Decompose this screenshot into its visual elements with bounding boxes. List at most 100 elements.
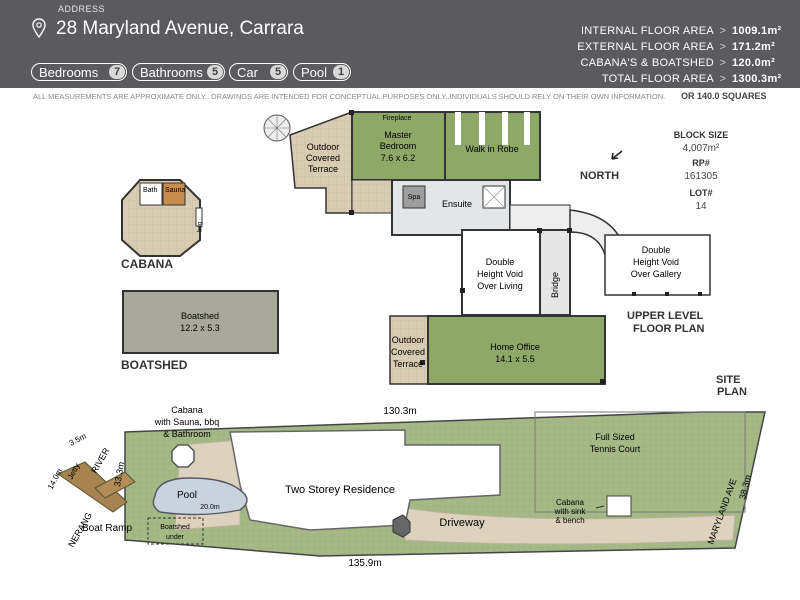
bridge-label: Bridge — [550, 272, 560, 298]
master-label-1: Master — [384, 130, 412, 140]
internal-area-row: INTERNAL FLOOR AREA >1009.1m² — [581, 25, 790, 37]
boatshed-dims: 12.2 x 5.3 — [180, 323, 220, 333]
block-info: BLOCK SIZE 4,007m² RP# 161305 LOT# 14 — [674, 130, 729, 212]
tennis-cabana — [606, 495, 632, 517]
rp-value: 161305 — [684, 171, 718, 182]
dim-left: 33.3m — [112, 461, 126, 487]
cabana-title: CABANA — [121, 257, 173, 271]
pool-shape — [152, 477, 248, 516]
cabana-area-row: CABANA'S & BOATSHED>120.0m² — [580, 57, 790, 69]
chevron-right-icon: > — [719, 73, 727, 85]
master-balcony — [351, 179, 393, 214]
terrace1-label-3: Terrace — [308, 164, 338, 174]
area-label: TOTAL FLOOR AREA — [601, 73, 714, 85]
site-plan-title-1: SITE — [716, 374, 740, 386]
residence-footprint — [229, 429, 501, 531]
driveway-cabana — [392, 514, 411, 538]
block-size-value: 4,007m² — [683, 143, 720, 154]
dim-jetty-width: 3.5m — [68, 431, 88, 447]
cabana-bath — [139, 182, 163, 206]
bedrooms-label: Bedrooms — [39, 65, 99, 80]
area-label: INTERNAL FLOOR AREA — [580, 25, 714, 37]
car-count: 5 — [270, 65, 286, 79]
north-arrow: NORTH — [580, 150, 623, 182]
cabana-site-label-3: & Bathroom — [163, 429, 211, 439]
boatshed-under-label-2: under — [166, 534, 185, 541]
void-living-label-3: Over Living — [477, 281, 523, 291]
pool-badge: Pool 1 — [293, 63, 351, 81]
cabana-site-label-1: Cabana — [171, 405, 203, 415]
boatshed-under-label-1: Boatshed — [160, 524, 190, 531]
rp-label: RP# — [692, 158, 710, 168]
block-size-label: BLOCK SIZE — [674, 130, 729, 140]
upper-floor-plan: Fireplace Master Bedroom 7.6 x 6.2 Walk … — [263, 110, 711, 385]
walk-in-robe-label: Walk in Robe — [465, 144, 518, 154]
jetty — [56, 461, 128, 513]
north-label: NORTH — [580, 170, 619, 182]
address-label: ADDRESS — [58, 4, 106, 14]
cabana2-label-1: Cabana — [556, 498, 585, 507]
bathrooms-badge: Bathrooms 5 — [132, 63, 225, 81]
boatshed-label: Boatshed — [181, 311, 219, 321]
terrace2-label-1: Outdoor — [392, 335, 425, 345]
void-gallery-label-3: Over Gallery — [631, 269, 682, 279]
chevron-right-icon: > — [719, 25, 727, 37]
master-label-2: Bedroom — [380, 141, 417, 151]
void-gallery-label-1: Double — [642, 245, 671, 255]
master-dims: 7.6 x 6.2 — [381, 153, 416, 163]
pool-count: 1 — [333, 65, 349, 79]
ensuite-label: Ensuite — [442, 199, 472, 209]
north-arrow-icon — [611, 150, 623, 160]
cabana-bbq-label: bbq — [196, 222, 202, 232]
void-gallery-label-2: Height Void — [633, 257, 679, 267]
river-label: RIVER — [89, 446, 112, 475]
squares-text: OR 140.0 SQUARES — [681, 91, 767, 101]
tennis-label-2: Tennis Court — [590, 444, 641, 454]
boatshed-under — [147, 517, 204, 545]
pool-label: Pool — [301, 65, 328, 80]
fireplace-label: Fireplace — [383, 115, 412, 122]
car-badge: Car 5 — [229, 63, 288, 81]
address-title: 28 Maryland Avenue, Carrara — [56, 18, 304, 39]
corridor — [509, 204, 571, 231]
cabana-bath-label: Bath — [143, 187, 158, 194]
cabana-sauna — [162, 182, 186, 206]
pool-site-label: Pool — [177, 490, 197, 501]
chevron-right-icon: > — [719, 57, 727, 69]
bathrooms-count: 5 — [207, 65, 223, 79]
home-office — [427, 315, 606, 385]
header-banner: ADDRESS 28 Maryland Avenue, Carrara Bedr… — [0, 0, 800, 88]
tennis-label-1: Full Sized — [595, 432, 635, 442]
boat-ramp-label: Boat Ramp — [82, 523, 132, 534]
location-pin-icon — [32, 18, 46, 38]
cabana2-label-3: & bench — [555, 516, 584, 525]
cabana2-label-2: with sink — [554, 507, 587, 516]
area-value: 171.2m² — [732, 41, 776, 53]
pool-dim-label: 20.0m — [200, 504, 220, 511]
bridge — [539, 229, 571, 316]
area-value: 1300.3m² — [732, 73, 782, 85]
terrace2-label-2: Covered — [391, 347, 425, 357]
lot-label: LOT# — [689, 188, 712, 198]
dim-bottom: 135.9m — [348, 558, 381, 569]
area-label: CABANA'S & BOATSHED — [580, 57, 714, 69]
site-cabana — [171, 444, 195, 468]
area-label: EXTERNAL FLOOR AREA — [577, 41, 714, 53]
site-plan-title-2: PLAN — [717, 386, 747, 398]
bathrooms-label: Bathrooms — [140, 65, 203, 80]
terrace1-label-2: Covered — [306, 153, 340, 163]
upper-floor-title-2: FLOOR PLAN — [633, 323, 705, 335]
area-value: 1009.1m² — [732, 25, 782, 37]
external-area-row: EXTERNAL FLOOR AREA >171.2m² — [577, 41, 790, 53]
floor-plan-drawing: Bath Sauna bbq CABANA Boatshed 12.2 x 5.… — [46, 110, 766, 569]
office-dims: 14.1 x 5.5 — [495, 354, 535, 364]
terrace2-label-3: Terrace — [393, 359, 423, 369]
car-label: Car — [237, 65, 258, 80]
cabana-plan: Bath Sauna bbq CABANA — [121, 179, 203, 271]
tennis-court — [534, 411, 746, 513]
lot-value: 14 — [695, 201, 707, 212]
dim-top: 130.3m — [383, 406, 416, 417]
upper-floor-title-1: UPPER LEVEL — [627, 310, 704, 322]
chevron-right-icon: > — [719, 41, 727, 53]
boatshed-plan: Boatshed 12.2 x 5.3 BOATSHED — [121, 290, 279, 372]
